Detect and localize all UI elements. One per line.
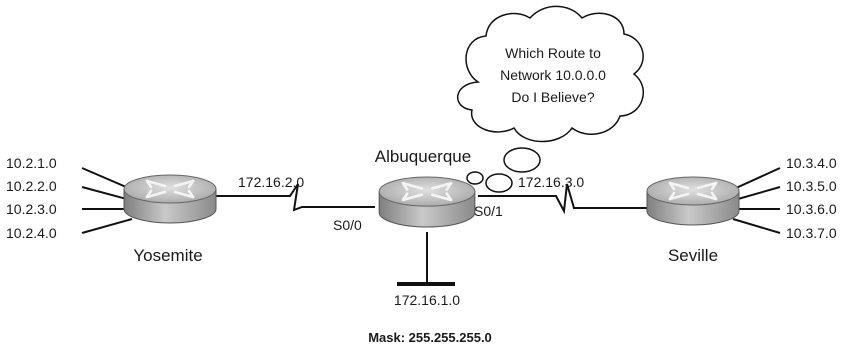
- thought-line-1: Which Route to: [505, 45, 601, 61]
- serial-link-left: [208, 183, 375, 212]
- thought-bubble-dot-small: [466, 171, 484, 185]
- serial-right-network-label: 172.16.3.0: [518, 174, 584, 190]
- seville-lan-3-label: 10.3.6.0: [786, 201, 837, 217]
- router-yosemite-label: Yosemite: [133, 246, 202, 265]
- serial-left-network-label: 172.16.2.0: [238, 174, 304, 190]
- yosemite-lan-4-label: 10.2.4.0: [6, 225, 57, 241]
- router-seville-label: Seville: [668, 246, 718, 265]
- thought-bubble-dot-large: [503, 147, 541, 173]
- seville-lan-2-label: 10.3.5.0: [786, 178, 837, 194]
- thought-line-3: Do I Believe?: [511, 89, 594, 105]
- serial-link-right: [478, 183, 650, 215]
- interface-s0-1-label: S0/1: [474, 203, 503, 219]
- router-albuquerque-icon[interactable]: [377, 175, 477, 229]
- thought-bubble-dot-medium: [485, 173, 513, 193]
- thought-bubble-cloud: [456, 5, 645, 143]
- thought-line-2: Network 10.0.0.0: [500, 67, 606, 83]
- router-seville-icon[interactable]: [645, 175, 741, 227]
- router-yosemite-icon[interactable]: [122, 173, 218, 225]
- router-albuquerque-label: Albuquerque: [375, 147, 471, 166]
- yosemite-lan-2-label: 10.2.2.0: [6, 178, 57, 194]
- seville-lan-1-label: 10.3.4.0: [786, 155, 837, 171]
- seville-lan-4-label: 10.3.7.0: [786, 225, 837, 241]
- interface-s0-0-label: S0/0: [333, 217, 362, 233]
- yosemite-lan-1-label: 10.2.1.0: [6, 155, 57, 171]
- albuquerque-lan-label: 172.16.1.0: [394, 292, 460, 308]
- yosemite-lan-3-label: 10.2.3.0: [6, 201, 57, 217]
- mask-caption: Mask: 255.255.255.0: [368, 330, 492, 345]
